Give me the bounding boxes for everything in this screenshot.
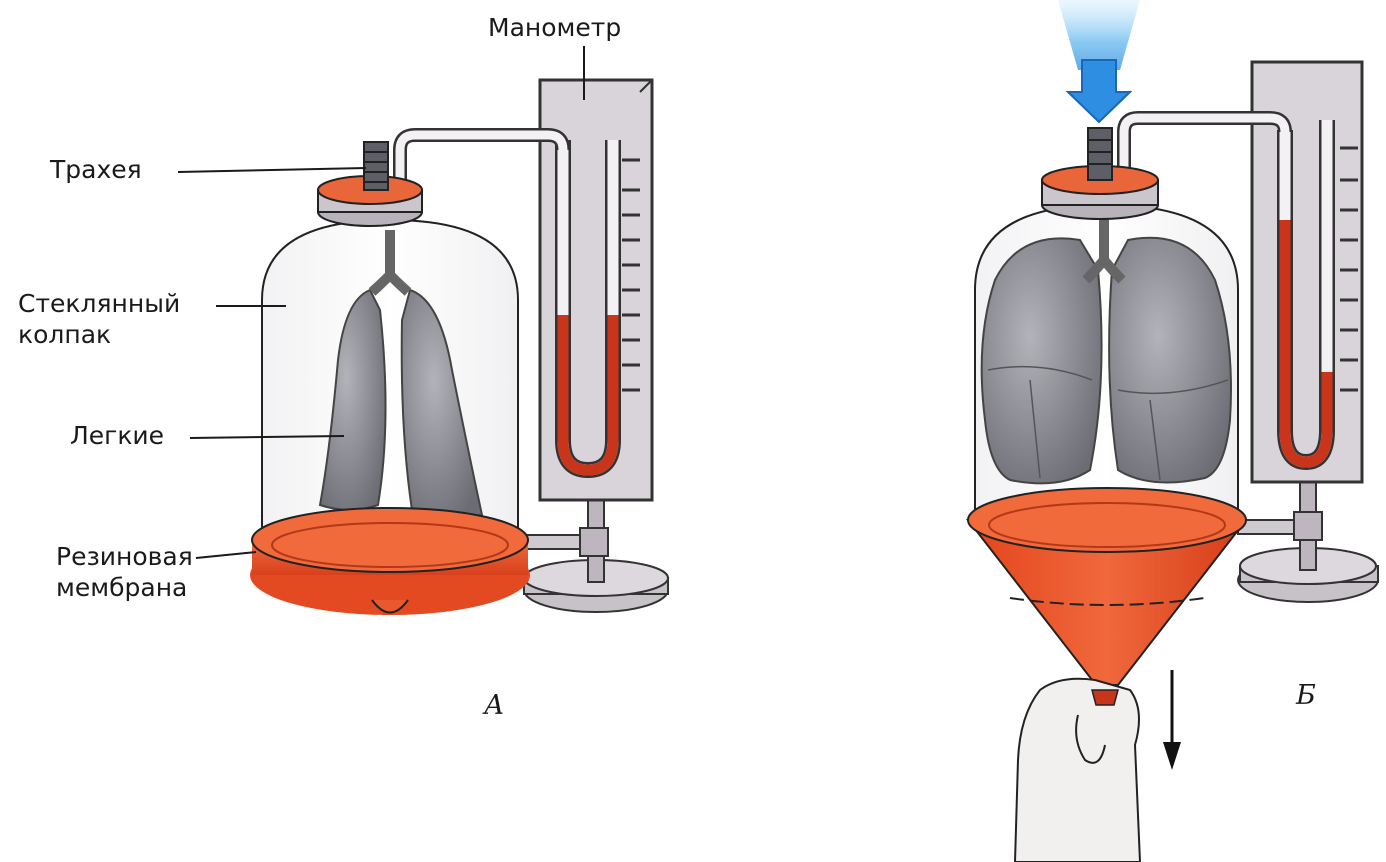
panel-a-apparatus <box>250 80 668 615</box>
label-manometer: Манометр <box>488 12 621 43</box>
panel-b-apparatus <box>968 0 1378 862</box>
panel-b-letter: Б <box>1296 680 1316 711</box>
label-trachea: Трахея <box>50 154 142 185</box>
label-glass-bell: Стеклянный колпак <box>18 288 180 350</box>
label-rubber-membrane: Резиновая мембрана <box>56 541 193 603</box>
label-lungs: Легкие <box>70 420 164 451</box>
panel-a-letter: А <box>484 690 504 721</box>
